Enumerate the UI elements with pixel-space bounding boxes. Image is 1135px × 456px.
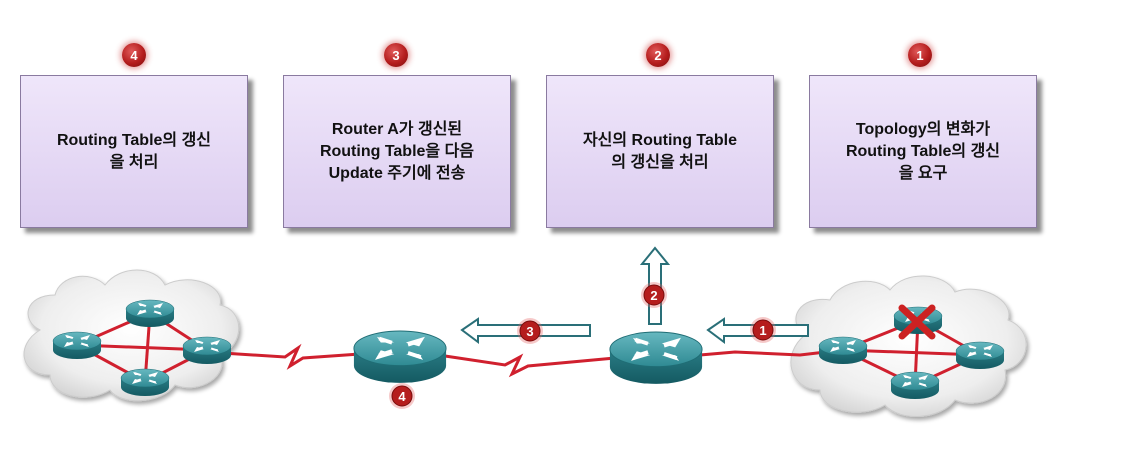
- step-box-1: Topology의 변화가 Routing Table의 갱신 을 요구: [809, 75, 1037, 228]
- router-icon-left-2: [125, 299, 175, 328]
- router-icon-b: [609, 331, 703, 385]
- svg-text:1: 1: [759, 323, 766, 338]
- svg-text:2: 2: [650, 288, 657, 303]
- cloud-icon-left: [23, 269, 240, 402]
- step-4-badge: 4: [122, 43, 146, 67]
- step-3-text: Router A가 갱신된 Routing Table을 다음 Update 주…: [319, 120, 475, 182]
- marker-arrow-3: 3: [516, 317, 544, 345]
- marker-arrow-1: 1: [749, 316, 777, 344]
- router-icon-right-4: [890, 371, 940, 400]
- step-2-badge: 2: [646, 43, 670, 67]
- step-box-4: Routing Table의 갱신 을 처리: [20, 75, 248, 228]
- step-3-badge: 3: [384, 43, 408, 67]
- router-icon-left-3: [182, 336, 232, 365]
- serial-links: [206, 343, 844, 378]
- svg-text:4: 4: [398, 389, 406, 404]
- cloud-icon-right: [790, 275, 1027, 417]
- step-4-text: Routing Table의 갱신 을 처리: [56, 131, 212, 171]
- step-box-2: 자신의 Routing Table 의 갱신을 처리: [546, 75, 774, 228]
- step-1-text: Topology의 변화가 Routing Table의 갱신 을 요구: [845, 120, 1001, 182]
- router-icon-left-1: [52, 331, 102, 360]
- step-2-text: 자신의 Routing Table 의 갱신을 처리: [582, 131, 738, 171]
- step-box-3: Router A가 갱신된 Routing Table을 다음 Update 주…: [283, 75, 511, 228]
- marker-arrow-2: 2: [640, 281, 668, 309]
- router-icon-left-4: [120, 368, 170, 397]
- router-icon-right-1: [818, 336, 868, 365]
- marker-router-a-4: 4: [388, 382, 416, 410]
- router-icon-right-3: [955, 341, 1005, 370]
- svg-text:3: 3: [526, 324, 533, 339]
- step-1-badge: 1: [908, 43, 932, 67]
- router-icon-a: [353, 330, 447, 384]
- x-mark-icon: [898, 304, 936, 340]
